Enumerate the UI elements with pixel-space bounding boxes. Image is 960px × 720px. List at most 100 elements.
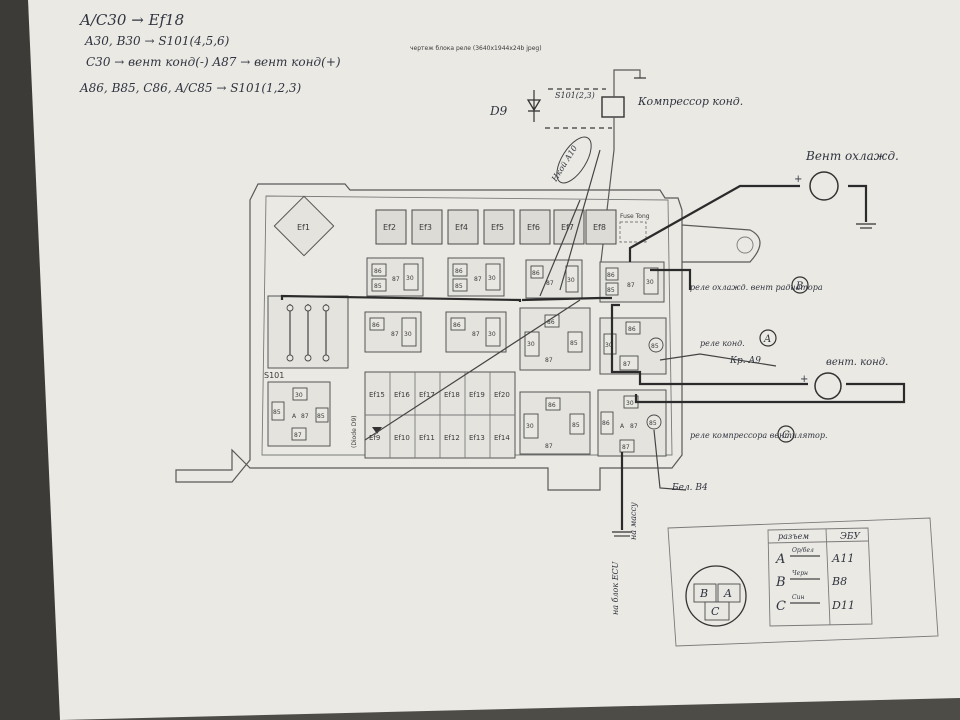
table-col1: разъем — [778, 532, 809, 541]
relay-b-label: реле охлажд. вент радиатора — [690, 283, 823, 292]
kr-a9-label: Кр. А9 — [729, 356, 761, 366]
row-c-color: Син — [792, 594, 804, 601]
relay-b-30: 30 — [646, 279, 654, 286]
relay-6-pin-30 — [524, 331, 540, 357]
fuse-ef1-housing — [273, 195, 335, 257]
paper-sheet — [28, 0, 960, 720]
relay-2-85: 85 — [455, 283, 463, 290]
fuse-ef5-label: Ef5 — [491, 223, 504, 232]
relay-c-circle — [777, 425, 795, 443]
fuse-ef3 — [411, 209, 443, 245]
relay-5-30: 30 — [488, 331, 496, 338]
relay-b-pin-86 — [605, 267, 619, 281]
relay-2-86: 86 — [455, 268, 463, 275]
to-ground-label: на массу — [629, 502, 638, 540]
fuse-ef11-label: Ef11 — [419, 434, 435, 442]
relay-6-85: 85 — [570, 340, 578, 347]
relay-a-pin-85 — [648, 337, 664, 353]
wire-cond-fan-plus — [610, 303, 808, 386]
relay-1-30: 30 — [406, 275, 414, 282]
note-line-2: A30, B30 → S101(4,5,6) — [84, 34, 230, 48]
relay-7-30: 30 — [295, 392, 303, 399]
relay-2-pin-86 — [452, 263, 468, 277]
fuse-ef6-label: Ef6 — [527, 223, 540, 232]
relay-a-85: 85 — [651, 343, 659, 350]
relay-8-30: 30 — [526, 423, 534, 430]
fuse-ef16-label: Ef16 — [394, 391, 410, 399]
table-col2: ЭБУ — [840, 532, 862, 542]
s101-label: S101 — [264, 371, 284, 380]
note-line-3: C30 → вент конд(-) A87 → вент конд(+) — [86, 55, 341, 69]
relay-b-87: 87 — [627, 282, 635, 289]
relay-5-86: 86 — [453, 322, 461, 329]
relay-1-86: 86 — [374, 268, 382, 275]
relay-c-30: 30 — [626, 400, 634, 407]
relay-6-30: 30 — [527, 341, 535, 348]
row-a-ecu: А11 — [831, 552, 854, 565]
relay-row-1: 86 85 87 30 86 85 87 30 86 87 30 86 85 8… — [366, 257, 665, 303]
connector-panel: B A C разъем ЭБУ A Ор/бел А11 B Черн B8 … — [667, 517, 939, 647]
wire-bel-b4 — [653, 429, 687, 491]
relay-3-pin-86 — [530, 265, 544, 279]
wire-to-rad-fan-plus — [628, 184, 800, 262]
relay-3-86: 86 — [532, 270, 540, 277]
s101-area: S101 — [264, 295, 349, 380]
compressor-feed — [613, 69, 641, 97]
radiator-fan: + Вент охлажд. — [794, 149, 899, 229]
relay-b-circle — [791, 276, 809, 294]
paper-edge-shadow — [0, 0, 60, 720]
top-fuse-row: Ef2 Ef3 Ef4 Ef5 Ef6 Ef7 Ef8 Fuse Tong — [375, 209, 650, 245]
relay-4-87: 87 — [391, 331, 399, 338]
relay-4-pin-86 — [369, 317, 385, 331]
fuse-ef10-label: Ef10 — [394, 434, 410, 442]
relay-a-pin-87 — [619, 355, 639, 371]
relay-c-a: A — [620, 423, 625, 430]
note-line-4: A86, B85, C86, A/C85 → S101(1,2,3) — [79, 81, 302, 95]
relay-4-86: 86 — [372, 322, 380, 329]
relay-1-pin-85 — [371, 278, 387, 292]
connector-b-label: B — [699, 587, 708, 600]
note-line-1: A/C30 → Ef18 — [78, 11, 184, 29]
relay-7-85b: 85 — [317, 413, 325, 420]
s101-23-tag: S101(2,3) — [555, 91, 595, 100]
fuse-ef12-label: Ef12 — [444, 434, 460, 442]
compressor-label: Компрессор конд. — [637, 95, 743, 108]
relay-a-letter: A — [763, 334, 771, 345]
relay-c-pin-85 — [646, 414, 662, 430]
relay-b-letter: B — [795, 281, 803, 292]
relay-c-86: 86 — [602, 420, 610, 427]
relay-7-a: A — [292, 413, 297, 420]
pinout-table-divider — [825, 528, 831, 626]
relay-row-3: 86 30 85 87 30 86 A 87 85 87 — [519, 389, 667, 457]
fuse-tong-slot — [619, 221, 647, 243]
s101-pin-4 — [286, 354, 294, 362]
relay-4-pin-30 — [401, 317, 417, 347]
relay-a-87: 87 — [623, 361, 631, 368]
relay-a-86: 86 — [628, 326, 636, 333]
s101-pin-2 — [304, 304, 312, 312]
relay-4-30: 30 — [404, 331, 412, 338]
handwritten-notes: A/C30 → Ef18 A30, B30 → S101(4,5,6) C30 … — [78, 11, 341, 95]
fuse-ef2-label: Ef2 — [383, 223, 396, 232]
fuse-block-outline — [175, 183, 683, 491]
s101-pin-6 — [322, 354, 330, 362]
connector-c-label: C — [711, 605, 720, 618]
relay-6-87: 87 — [545, 357, 553, 364]
relay-b-86: 86 — [607, 272, 615, 279]
fuse-ef18-label: Ef18 — [444, 391, 460, 399]
fuse-block: Ef1 — [175, 183, 761, 491]
relay-c-pin-86 — [600, 411, 614, 435]
relay-6-86: 86 — [547, 319, 555, 326]
wire-diode-d9 — [364, 299, 581, 441]
relay-7-pin-85a — [271, 401, 285, 421]
mount-hole — [736, 236, 754, 254]
fuse-ef3-label: Ef3 — [419, 223, 432, 232]
row-a-pin: A — [775, 552, 785, 567]
fuse-ef9-label: Ef9 — [369, 434, 380, 442]
relay-5-pin-30 — [485, 317, 501, 347]
relay-2-30: 30 — [488, 275, 496, 282]
relay-c-letter: C — [782, 430, 790, 441]
relay-c-85: 85 — [649, 420, 657, 427]
relay-a-label: реле конд. — [700, 339, 745, 348]
fuse-ef20-label: Ef20 — [494, 391, 510, 399]
